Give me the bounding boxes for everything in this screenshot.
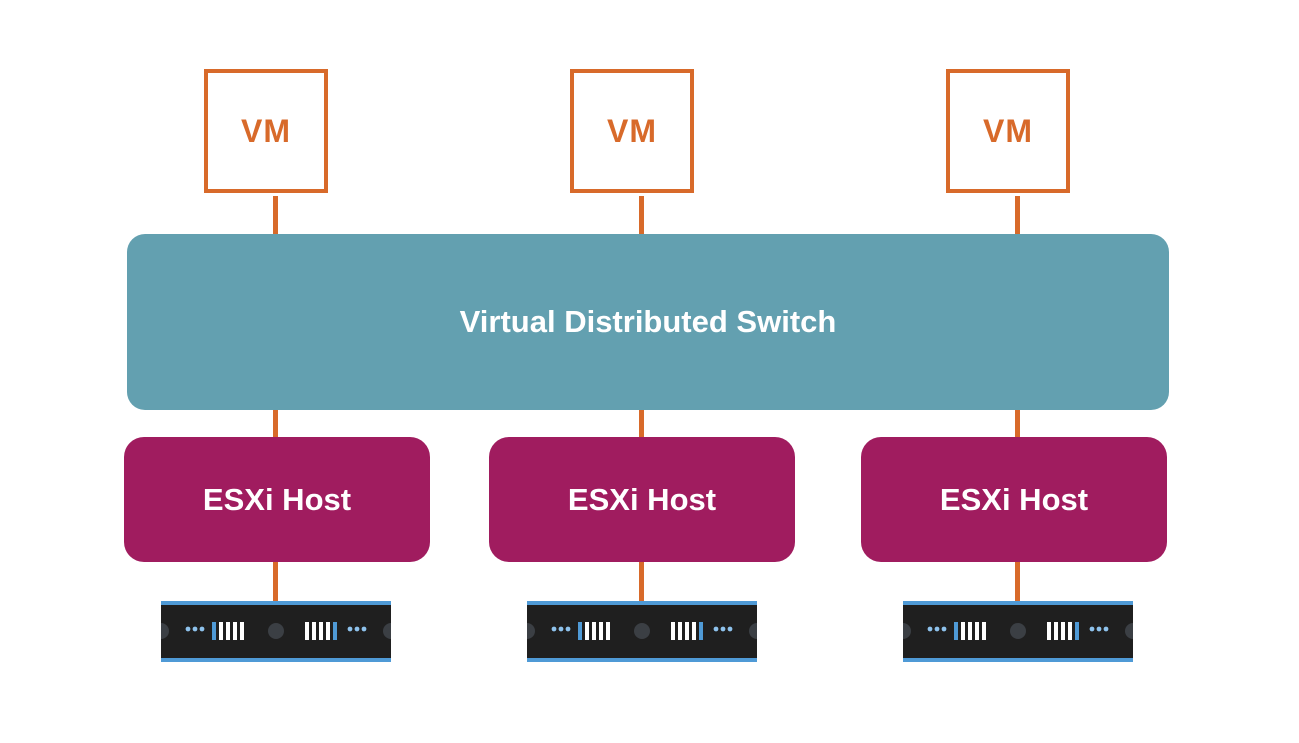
vm-label: VM xyxy=(983,112,1033,149)
vm-switch-connector xyxy=(1015,196,1020,236)
vm-box: VM xyxy=(570,69,694,193)
switch-label: Virtual Distributed Switch xyxy=(459,304,837,339)
vm-box: VM xyxy=(946,69,1070,193)
vm-label: VM xyxy=(241,112,291,149)
vm-box: VM xyxy=(204,69,328,193)
rack-server-icon xyxy=(161,601,391,662)
vm-switch-connector xyxy=(273,196,278,236)
esxi-host: ESXi Host xyxy=(861,437,1167,562)
virtual-distributed-switch: Virtual Distributed Switch xyxy=(127,234,1169,410)
esxi-host: ESXi Host xyxy=(124,437,430,562)
switch-host-connector xyxy=(639,408,644,439)
rack-server-icon xyxy=(903,601,1133,662)
esxi-host: ESXi Host xyxy=(489,437,795,562)
host-server-connector xyxy=(639,560,644,603)
host-label: ESXi Host xyxy=(202,481,352,517)
host-label: ESXi Host xyxy=(567,481,717,517)
rack-server-icon xyxy=(527,601,757,662)
host-server-connector xyxy=(273,560,278,603)
host-label: ESXi Host xyxy=(939,481,1089,517)
host-server-connector xyxy=(1015,560,1020,603)
vm-label: VM xyxy=(607,112,657,149)
switch-host-connector xyxy=(273,408,278,439)
switch-host-connector xyxy=(1015,408,1020,439)
vm-switch-connector xyxy=(639,196,644,236)
